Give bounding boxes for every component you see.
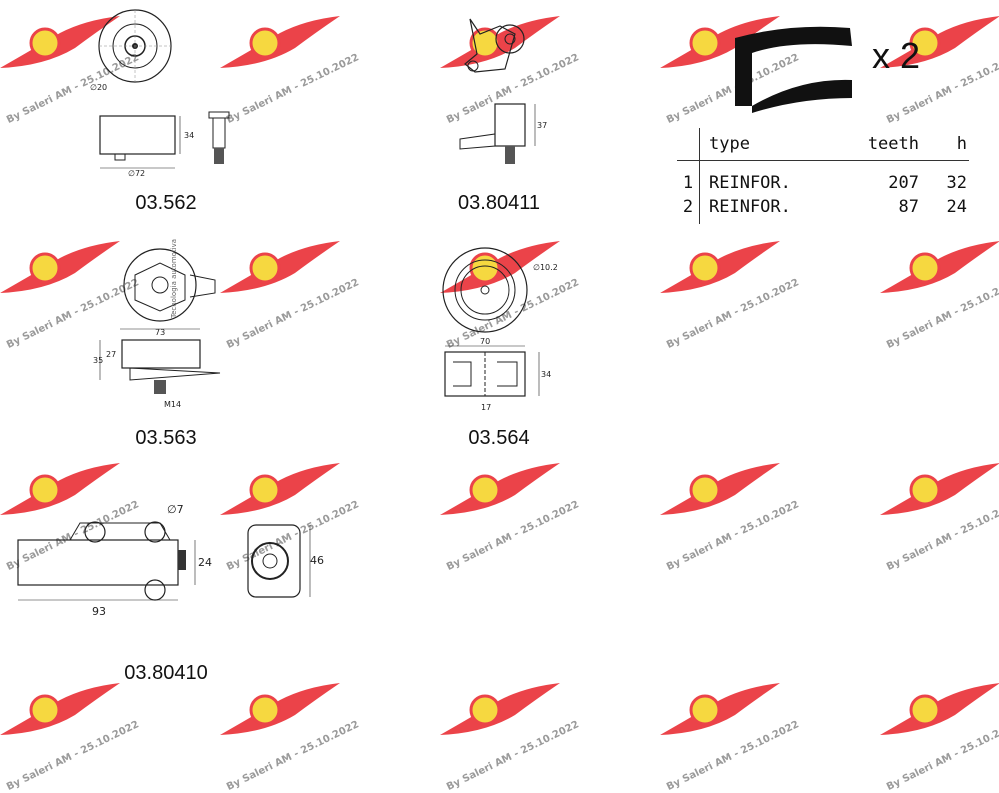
table-header: type teeth h (677, 128, 969, 161)
header-teeth: teeth (867, 134, 919, 154)
part-03-80410-drawing: ∅7 24 93 46 (17, 503, 324, 618)
watermark-logo: By Saleri AM - 25.10.2022 (0, 8, 145, 126)
watermark-logo: By Saleri AM - 25.10.2022 (875, 8, 999, 126)
header-h: h (956, 134, 967, 154)
belt-spec-table: type teeth h 1 REINFOR. 207 32 2 REINFOR… (677, 128, 969, 224)
dim-side-height: 46 (310, 554, 324, 567)
watermark-logo: By Saleri AM - 25.10.2022 (435, 455, 585, 573)
watermark-logo: By Saleri AM - 25.10.2022 (215, 675, 365, 793)
row-h: 24 (946, 197, 967, 217)
part-03-562-drawing: ∅20 34 ∅72 (90, 9, 194, 178)
header-type: type (709, 134, 750, 154)
watermark-logo: By Saleri AM - 25.10.2022 (875, 675, 999, 793)
watermark-logo: By Saleri AM - 25.10.2022 (655, 233, 805, 351)
row-type: REINFOR. (709, 197, 791, 217)
dim-slot: 17 (481, 403, 491, 412)
watermark-logo: By Saleri AM - 25.10.2022 (215, 8, 365, 126)
watermark-logo: By Saleri AM - 25.10.2022 (215, 455, 365, 573)
belt-quantity: x 2 (872, 35, 921, 76)
side-note: Tecnologia automotiva (170, 238, 178, 318)
part-number: 03.80410 (124, 662, 208, 684)
dim-h2: 27 (106, 350, 116, 359)
table-divider (699, 128, 700, 224)
part-number: 03.564 (468, 427, 530, 449)
watermark-logo: By Saleri AM - 25.10.2022 (435, 675, 585, 793)
part-03-564-drawing: ∅10.2 70 34 17 (442, 247, 558, 412)
part-03-563-drawing: 73 35 27 M14 (93, 248, 221, 409)
watermark-logo: By Saleri AM - 25.10.2022 (655, 455, 805, 573)
row-index: 2 (682, 197, 694, 217)
watermark-logo: By Saleri AM - 25.10.2022 (875, 233, 999, 351)
dim-width: ∅72 (128, 169, 145, 178)
dim-height: 34 (184, 131, 194, 140)
dim-length: 93 (92, 605, 106, 618)
dim-diameter: ∅10.2 (533, 263, 558, 272)
row-index: 1 (682, 173, 694, 193)
table-row: 2 REINFOR. 87 24 (677, 195, 969, 219)
row-h: 32 (946, 173, 967, 193)
watermark-logo: By Saleri AM - 25.10.2022 (215, 233, 365, 351)
row-teeth: 87 (898, 197, 919, 217)
watermark-logo: By Saleri AM - 25.10.2022 (0, 455, 145, 573)
watermark-logo: By Saleri AM - 25.10.2022 (655, 675, 805, 793)
dim-width: 70 (480, 337, 490, 346)
table-row: 1 REINFOR. 207 32 (677, 171, 969, 195)
dim-thread: M14 (164, 400, 181, 409)
watermark-logo: By Saleri AM - 25.10.2022 (875, 455, 999, 573)
dim-height: 24 (198, 556, 212, 569)
watermark-logo: By Saleri AM - 25.10.2022 (435, 8, 585, 126)
dim-diameter: ∅20 (90, 83, 107, 92)
watermark-logo: By Saleri AM - 25.10.2022 (655, 8, 805, 126)
row-teeth: 207 (888, 173, 919, 193)
dim-h1: 35 (93, 356, 103, 365)
watermark-logo: By Saleri AM - 25.10.2022 (0, 675, 145, 793)
part-03-562-bolt (208, 111, 230, 164)
timing-belt-image (735, 26, 852, 113)
part-number: 03.563 (135, 427, 197, 449)
dim-width: 73 (155, 328, 165, 337)
part-number: 03.80411 (458, 192, 540, 214)
part-03-80411-drawing: 37 (459, 18, 547, 164)
part-number: 03.562 (135, 192, 197, 214)
dim-height: 37 (537, 121, 547, 130)
watermark-logo: By Saleri AM - 25.10.2022 (0, 233, 145, 351)
dim-hole: ∅7 (167, 503, 184, 516)
row-type: REINFOR. (709, 173, 791, 193)
dim-height: 34 (541, 370, 551, 379)
